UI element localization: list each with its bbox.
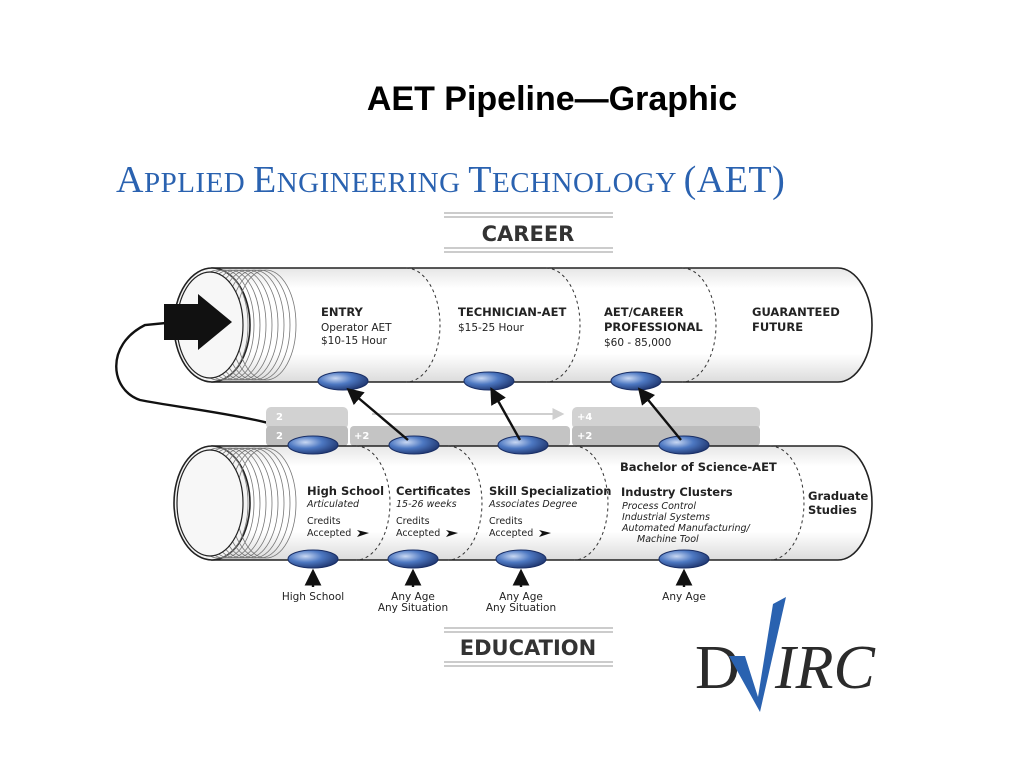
- edu-skill-subtitle: Associates Degree: [488, 499, 577, 510]
- career-segment-professional: AET/CAREER PROFESSIONAL $60 - 85,000: [604, 305, 703, 349]
- ladder-lower-mid: +2: [354, 431, 369, 442]
- education-segment-skill: Skill Specialization Associates Degree C…: [488, 484, 611, 539]
- entry-valves: [287, 549, 710, 569]
- education-label-text: EDUCATION: [460, 636, 596, 660]
- ladder-lower-left: 2: [276, 431, 283, 442]
- edu-graduate-title2: Studies: [808, 503, 857, 517]
- entry-label-highschool: High School: [282, 591, 344, 603]
- entry-valve: [495, 549, 547, 569]
- entry-label-anyage2: Any Age: [499, 591, 543, 603]
- credits-arrow-icon: [539, 530, 551, 537]
- education-valve: [658, 435, 710, 455]
- education-valve: [287, 435, 339, 455]
- entry-valve: [658, 549, 710, 569]
- edu-bachelor-item4: Machine Tool: [637, 534, 699, 545]
- entry-label-anyage1: Any Age: [391, 591, 435, 603]
- entry-label-situation1: Any Situation: [378, 602, 448, 614]
- edu-skill-title: Skill Specialization: [489, 484, 611, 498]
- career-professional-title2: PROFESSIONAL: [604, 320, 703, 334]
- entry-label-anyage3: Any Age: [662, 591, 706, 603]
- career-segment-technician: TECHNICIAN-AET $15-25 Hour: [458, 305, 566, 334]
- banner-title: APPLIED ENGINEERING TECHNOLOGY (AET): [116, 159, 785, 201]
- logo-letters-irc: IRC: [774, 634, 876, 702]
- edu-bachelor-subtitle: Industry Clusters: [621, 485, 733, 499]
- entry-valve: [287, 549, 339, 569]
- education-segment-highschool: High School Articulated Credits Accepted: [306, 484, 384, 539]
- credits-arrow-icon: [446, 530, 458, 537]
- ladder-upper-right: +4: [577, 412, 592, 423]
- entry-arrows: [304, 568, 693, 587]
- edu-highschool-credits2: Accepted: [307, 528, 351, 539]
- edu-skill-credits1: Credits: [489, 516, 523, 527]
- ladder-upper-left: 2: [276, 412, 283, 423]
- edu-highschool-title: High School: [307, 484, 384, 498]
- edu-certificates-credits1: Credits: [396, 516, 430, 527]
- career-valve: [610, 371, 662, 391]
- career-label: CAREER: [444, 212, 613, 253]
- ladder-lower-right: +2: [577, 431, 592, 442]
- education-valve: [388, 435, 440, 455]
- career-valve: [317, 371, 369, 391]
- edu-skill-credits2: Accepted: [489, 528, 533, 539]
- edu-bachelor-title: Bachelor of Science-AET: [620, 460, 777, 474]
- edu-highschool-subtitle: Articulated: [306, 499, 360, 510]
- entry-point-labels: High School Any Age Any Situation Any Ag…: [282, 591, 706, 614]
- entry-valve: [387, 549, 439, 569]
- career-professional-line1: $60 - 85,000: [604, 337, 671, 349]
- logo-letter-d: D: [695, 634, 740, 702]
- education-label: EDUCATION: [444, 627, 613, 667]
- career-entry-line1: Operator AET: [321, 322, 392, 334]
- edu-highschool-credits1: Credits: [307, 516, 341, 527]
- career-valve: [463, 371, 515, 391]
- edu-certificates-subtitle: 15-26 weeks: [396, 499, 457, 510]
- career-label-text: CAREER: [482, 222, 575, 246]
- career-technician-line1: $15-25 Hour: [458, 322, 525, 334]
- edu-bachelor-item2: Industrial Systems: [622, 512, 710, 523]
- edu-bachelor-item3: Automated Manufacturing/: [621, 523, 752, 534]
- credits-arrow-icon: [357, 530, 369, 537]
- education-valve: [497, 435, 549, 455]
- transition-arrows: [346, 387, 682, 441]
- career-future-title2: FUTURE: [752, 320, 803, 334]
- slide-title: AET Pipeline—Graphic: [367, 80, 737, 118]
- career-segment-entry: ENTRY Operator AET $10-15 Hour: [321, 305, 392, 347]
- education-segment-certificates: Certificates 15-26 weeks Credits Accepte…: [396, 484, 471, 539]
- entry-label-situation2: Any Situation: [486, 602, 556, 614]
- dvirc-logo: D IRC: [695, 597, 876, 712]
- education-segment-graduate: Graduate Studies: [808, 489, 869, 517]
- education-top-valves: [287, 435, 710, 455]
- career-professional-title1: AET/CAREER: [604, 305, 684, 319]
- career-segment-future: GUARANTEED FUTURE: [752, 305, 840, 334]
- edu-certificates-title: Certificates: [396, 484, 471, 498]
- edu-bachelor-item1: Process Control: [622, 501, 696, 512]
- education-segment-bachelor: Bachelor of Science-AET Industry Cluster…: [620, 460, 777, 545]
- edu-certificates-credits2: Accepted: [396, 528, 440, 539]
- career-future-title1: GUARANTEED: [752, 305, 840, 319]
- edu-graduate-title1: Graduate: [808, 489, 869, 503]
- career-entry-line2: $10-15 Hour: [321, 335, 388, 347]
- career-technician-title: TECHNICIAN-AET: [458, 305, 566, 319]
- career-valves: [317, 371, 662, 391]
- education-pipe: [173, 445, 873, 561]
- logo-v-mark: [729, 597, 786, 712]
- career-entry-title: ENTRY: [321, 305, 364, 319]
